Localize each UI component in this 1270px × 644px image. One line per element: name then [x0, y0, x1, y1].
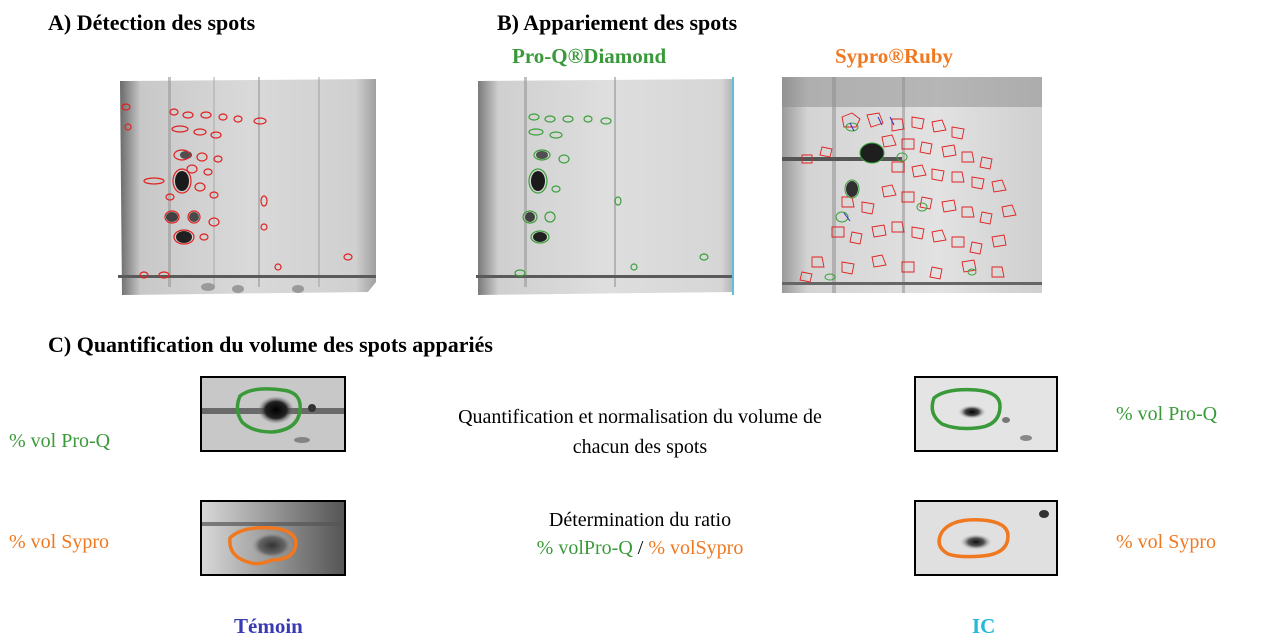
- ratio-denominator: % volSypro: [648, 537, 744, 559]
- ratio-numerator: % volPro-Q: [536, 537, 633, 559]
- quantification-step-line-1: Quantification et normalisation du volum…: [458, 406, 822, 428]
- proq-stain-label: Pro-Q®Diamond: [512, 44, 667, 68]
- section-a-title: A) Détection des spots: [48, 10, 256, 35]
- ratio-separator: /: [632, 537, 649, 559]
- temoin-proq-spot-thumbnail: [200, 376, 346, 452]
- sypro-stain-label: Sypro®Ruby: [835, 44, 954, 68]
- left-proq-volume-label: % vol Pro-Q: [9, 430, 111, 452]
- gel-detection-image: [118, 77, 378, 297]
- ratio-step-line-1: Détermination du ratio: [548, 509, 732, 531]
- right-sypro-volume-label: % vol Sypro: [1116, 531, 1216, 553]
- quantification-step-text: Quantification et normalisation du volum…: [375, 402, 905, 462]
- condition-temoin-label: Témoin: [234, 614, 303, 638]
- temoin-sypro-spot-thumbnail: [200, 500, 346, 576]
- left-sypro-volume-label: % vol Sypro: [9, 531, 109, 553]
- ic-proq-spot-thumbnail: [914, 376, 1058, 452]
- quantification-step-line-2: chacun des spots: [572, 436, 708, 458]
- condition-ic-label: IC: [972, 614, 996, 638]
- gel-proq-matching-image: [476, 77, 736, 297]
- ratio-formula: % volPro-Q / % volSypro: [440, 534, 840, 562]
- right-proq-volume-label: % vol Pro-Q: [1116, 403, 1218, 425]
- section-c-title: C) Quantification du volume des spots ap…: [48, 332, 493, 357]
- ratio-step-text: Détermination du ratio % volPro-Q / % vo…: [440, 506, 840, 562]
- section-b-title: B) Appariement des spots: [497, 10, 738, 35]
- ic-sypro-spot-thumbnail: [914, 500, 1058, 576]
- gel-sypro-matching-image: [782, 77, 1042, 293]
